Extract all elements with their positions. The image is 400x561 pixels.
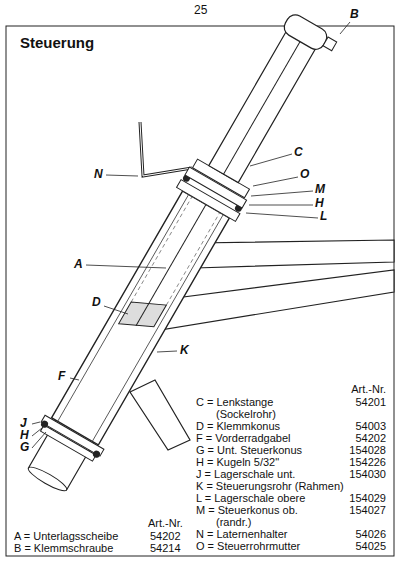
part-number: 54003 bbox=[355, 420, 386, 432]
leader-line bbox=[157, 351, 177, 352]
callout-letter: H bbox=[315, 197, 324, 210]
part-name: C = Lenkstange (Sockelrohr) bbox=[196, 396, 308, 420]
leader-line bbox=[251, 191, 313, 196]
stem-clamp bbox=[281, 12, 330, 53]
stem-bolt bbox=[136, 204, 206, 325]
callout-letter: L bbox=[320, 210, 327, 223]
part-number: 154226 bbox=[349, 456, 386, 468]
callout-letter: A bbox=[74, 258, 83, 271]
part-number: 154030 bbox=[349, 468, 386, 480]
clamp-bolt bbox=[323, 37, 337, 51]
leader-line bbox=[32, 432, 46, 448]
part-name: A = Unterlagsscheibe bbox=[14, 530, 118, 542]
callout-letter: O bbox=[300, 168, 309, 181]
part-number: 154027 bbox=[349, 504, 386, 516]
part-name: B = Klemmschraube bbox=[14, 542, 113, 554]
top-tube bbox=[195, 240, 394, 268]
lamp-holder bbox=[140, 122, 192, 176]
column-header: Art.-Nr. bbox=[351, 383, 386, 395]
leader-line bbox=[340, 22, 350, 34]
steering-assembly bbox=[16, 6, 341, 501]
part-name: L = Lagerschale obere bbox=[196, 492, 305, 504]
handlebar-stem bbox=[209, 29, 317, 183]
callout-letter: D bbox=[92, 296, 101, 309]
part-name: K = Steuerungsrohr (Rahmen) bbox=[196, 480, 344, 492]
part-number: 54214 bbox=[150, 542, 181, 554]
leader-line bbox=[104, 306, 128, 314]
leader-line bbox=[106, 175, 138, 176]
part-number: 54202 bbox=[150, 530, 181, 542]
part-number: 154028 bbox=[349, 444, 386, 456]
callout-letter: C bbox=[294, 146, 303, 159]
leader-line bbox=[250, 154, 292, 166]
ball bbox=[40, 419, 50, 429]
part-name: M = Steuerkonus ob. (randr.) bbox=[196, 504, 316, 528]
lower-cone bbox=[41, 425, 96, 461]
callout-letter: F bbox=[58, 370, 65, 383]
callout-letter: K bbox=[180, 344, 189, 357]
callout-letter: M bbox=[315, 183, 325, 196]
page-number: 25 bbox=[194, 4, 207, 17]
leader-line bbox=[70, 378, 79, 380]
part-name: F = Vorderradgabel bbox=[196, 432, 290, 444]
part-number: 154029 bbox=[349, 492, 386, 504]
callout-letter: G bbox=[20, 441, 29, 454]
part-number: 54025 bbox=[355, 540, 386, 552]
part-number: 54202 bbox=[355, 432, 386, 444]
callout-letter: B bbox=[350, 8, 359, 21]
fork-end bbox=[26, 464, 69, 495]
part-number: 54026 bbox=[355, 528, 386, 540]
leader-line bbox=[32, 422, 40, 424]
leader-line bbox=[249, 205, 313, 206]
part-name: N = Laternenhalter bbox=[196, 528, 287, 540]
leader-line bbox=[246, 213, 318, 218]
leader-line bbox=[32, 428, 42, 436]
leader-line bbox=[86, 265, 166, 268]
diagram-title: Steuerung bbox=[20, 34, 94, 51]
callout-letter: N bbox=[94, 168, 103, 181]
stem-hidden bbox=[131, 196, 192, 302]
frame-lug bbox=[130, 380, 190, 450]
leader-lines bbox=[32, 22, 350, 448]
part-name: J = Lagerschale unt. bbox=[196, 468, 295, 480]
page-frame bbox=[6, 26, 394, 556]
part-name: D = Klemmkonus bbox=[196, 420, 280, 432]
leader-line bbox=[253, 177, 298, 186]
part-name: G = Unt. Steuerkonus bbox=[196, 444, 302, 456]
lamp-holder-inner bbox=[140, 122, 192, 176]
part-number: 54201 bbox=[355, 396, 386, 408]
stem-bolt bbox=[224, 40, 302, 174]
part-name: H = Kugeln 5/32" bbox=[196, 456, 279, 468]
ball bbox=[92, 449, 102, 459]
column-header: Art.-Nr. bbox=[148, 517, 183, 529]
part-name: O = Steuerrohrmutter bbox=[196, 540, 300, 552]
down-tube bbox=[160, 270, 394, 330]
